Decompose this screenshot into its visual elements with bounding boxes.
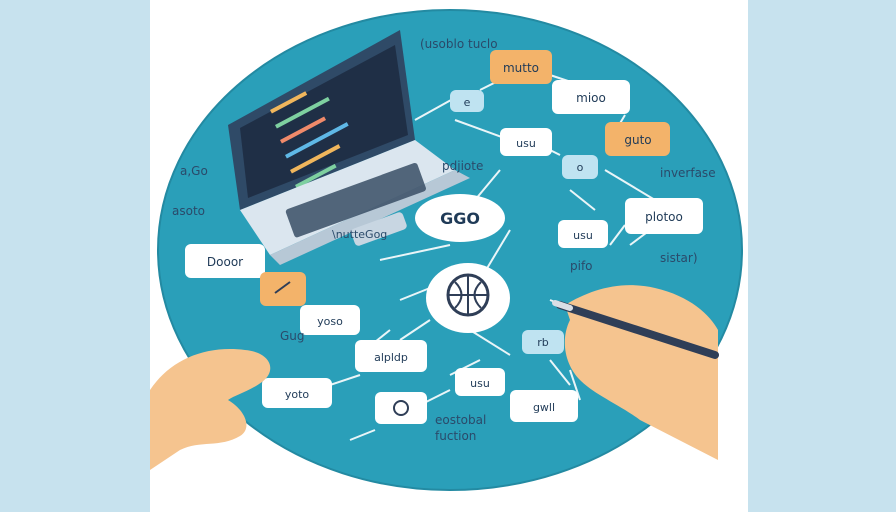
scene-svg: mutto mioo guto e usu (150, 9, 743, 491)
laptop (228, 30, 470, 265)
card-e: e (450, 90, 484, 112)
card-plotoo: plotoo (625, 198, 703, 234)
svg-text:mutto: mutto (503, 61, 539, 75)
svg-text:guto: guto (624, 133, 651, 147)
card-rb: rb (522, 330, 564, 354)
keyboard (285, 162, 426, 238)
card-orange-left (260, 272, 306, 306)
svg-text:mioo: mioo (576, 91, 606, 105)
right-hand-with-pen (552, 285, 719, 460)
card-yoso: yoso (300, 305, 360, 335)
svg-text:e: e (464, 96, 471, 109)
svg-text:usu: usu (470, 377, 490, 390)
node-cards: mutto mioo guto e usu (185, 50, 703, 424)
svg-text:asoto: asoto (172, 204, 205, 218)
right-margin (748, 0, 896, 512)
svg-text:sistar): sistar) (660, 251, 698, 265)
card-muito: mutto (490, 50, 552, 84)
card-guto: guto (605, 122, 670, 156)
svg-text:(usoblo tuclo: (usoblo tuclo (420, 37, 498, 51)
svg-text:pdjiote: pdjiote (442, 159, 483, 173)
svg-text:rb: rb (537, 336, 549, 349)
left-margin (0, 0, 150, 512)
svg-text:eostobal: eostobal (435, 413, 486, 427)
svg-text:\nutteGog: \nutteGog (332, 228, 387, 241)
card-o: o (562, 155, 598, 179)
card-usu-top: usu (500, 128, 552, 156)
code-lines (269, 91, 349, 189)
card-mioo: mioo (552, 80, 630, 114)
node-globe (426, 263, 510, 333)
card-dooor: Dooor (185, 244, 265, 278)
svg-text:Gug: Gug (280, 329, 305, 343)
svg-text:Dooor: Dooor (207, 255, 243, 269)
svg-text:usu: usu (573, 229, 593, 242)
card-gwll: gwll (510, 390, 578, 422)
svg-text:alpldp: alpldp (374, 351, 408, 364)
svg-text:plotoo: plotoo (645, 210, 683, 224)
card-usu-bottom: usu (455, 368, 505, 396)
svg-text:fuction: fuction (435, 429, 476, 443)
svg-text:usu: usu (516, 137, 536, 150)
card-usu-mid: usu (558, 220, 608, 248)
svg-text:a,Go: a,Go (180, 164, 208, 178)
floating-labels: (usoblo tuclo a,Go asoto \nutteGog pdjio… (172, 37, 716, 443)
svg-text:gwll: gwll (533, 401, 555, 414)
card-alpldp: alpldp (355, 340, 427, 372)
svg-text:pifo: pifo (570, 259, 593, 273)
node-ggo: GGO (415, 194, 505, 242)
svg-text:GGO: GGO (440, 209, 480, 228)
svg-text:yoto: yoto (285, 388, 310, 401)
svg-text:yoso: yoso (317, 315, 343, 328)
svg-text:o: o (577, 161, 584, 174)
left-hand (150, 349, 271, 470)
card-yoto: yoto (262, 378, 332, 408)
svg-text:inverfase: inverfase (660, 166, 716, 180)
card-search (375, 392, 427, 424)
scene: mutto mioo guto e usu (150, 0, 748, 512)
